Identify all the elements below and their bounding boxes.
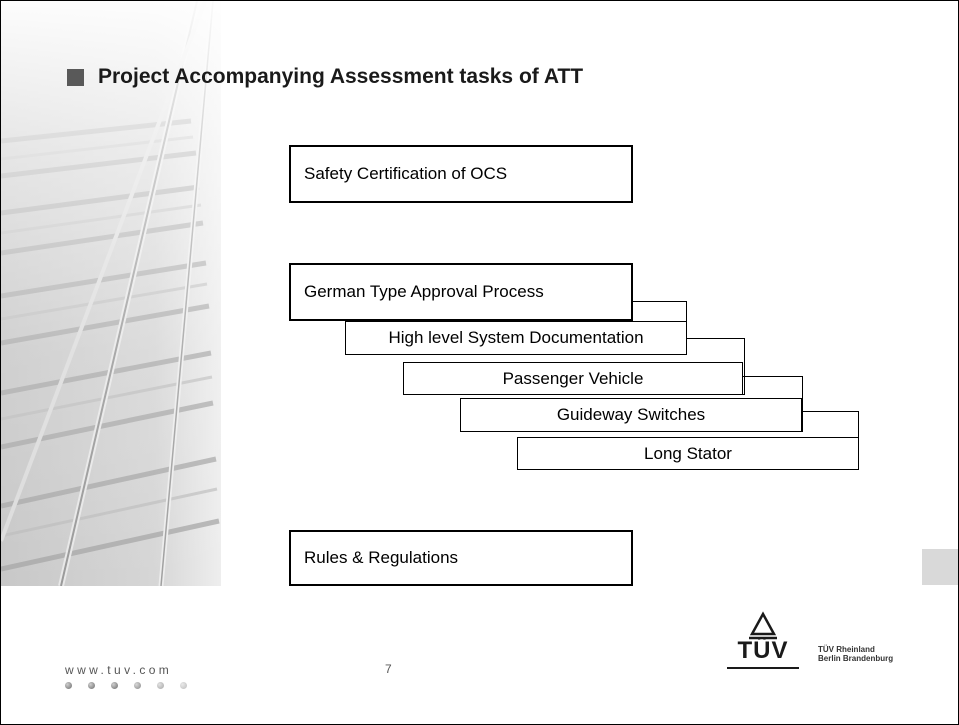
organization-name-line1: TÜV Rheinland [818,645,875,654]
passenger-vehicle-box: Passenger Vehicle [403,362,743,395]
footer-dot [111,682,118,689]
safety-certification-label: Safety Certification of OCS [304,164,508,183]
high-level-system-documentation-box: High level System Documentation [345,321,687,355]
tuv-logo: TÜV [725,611,801,669]
german-type-approval-label: German Type Approval Process [304,282,544,301]
tuv-logo-underline [727,667,799,669]
title-bullet-square [67,68,84,86]
rules-regulations-label: Rules & Regulations [304,548,459,567]
guideway-switches-label: Guideway Switches [556,405,706,424]
footer-dot [134,682,141,689]
slide-title: Project Accompanying Assessment tasks of… [98,65,584,88]
footer-dot [65,682,72,689]
passenger-vehicle-label: Passenger Vehicle [502,368,644,388]
german-type-approval-box: German Type Approval Process [289,263,633,321]
footer-dot [157,682,164,689]
footer-website: www.tuv.com [65,663,173,677]
long-stator-box: Long Stator [517,437,859,470]
footer-dots [65,682,187,689]
page-number: 7 [385,662,392,676]
railway-track-background-image [1,1,221,586]
high-level-system-documentation-label: High level System Documentation [388,328,644,347]
tuv-triangle-icon [749,611,777,640]
long-stator-label: Long Stator [644,443,732,463]
organization-name: TÜV Rheinland Berlin Brandenburg [818,645,893,663]
guideway-switches-box: Guideway Switches [460,398,802,432]
tuv-logo-word: TÜV [737,637,789,664]
safety-certification-box: Safety Certification of OCS [289,145,633,203]
side-grey-square [922,549,958,585]
footer-dot [88,682,95,689]
organization-name-line2: Berlin Brandenburg [818,654,894,663]
footer-dot [180,682,187,689]
rules-regulations-box: Rules & Regulations [289,530,633,586]
slide-title-row: Project Accompanying Assessment tasks of… [67,65,583,89]
